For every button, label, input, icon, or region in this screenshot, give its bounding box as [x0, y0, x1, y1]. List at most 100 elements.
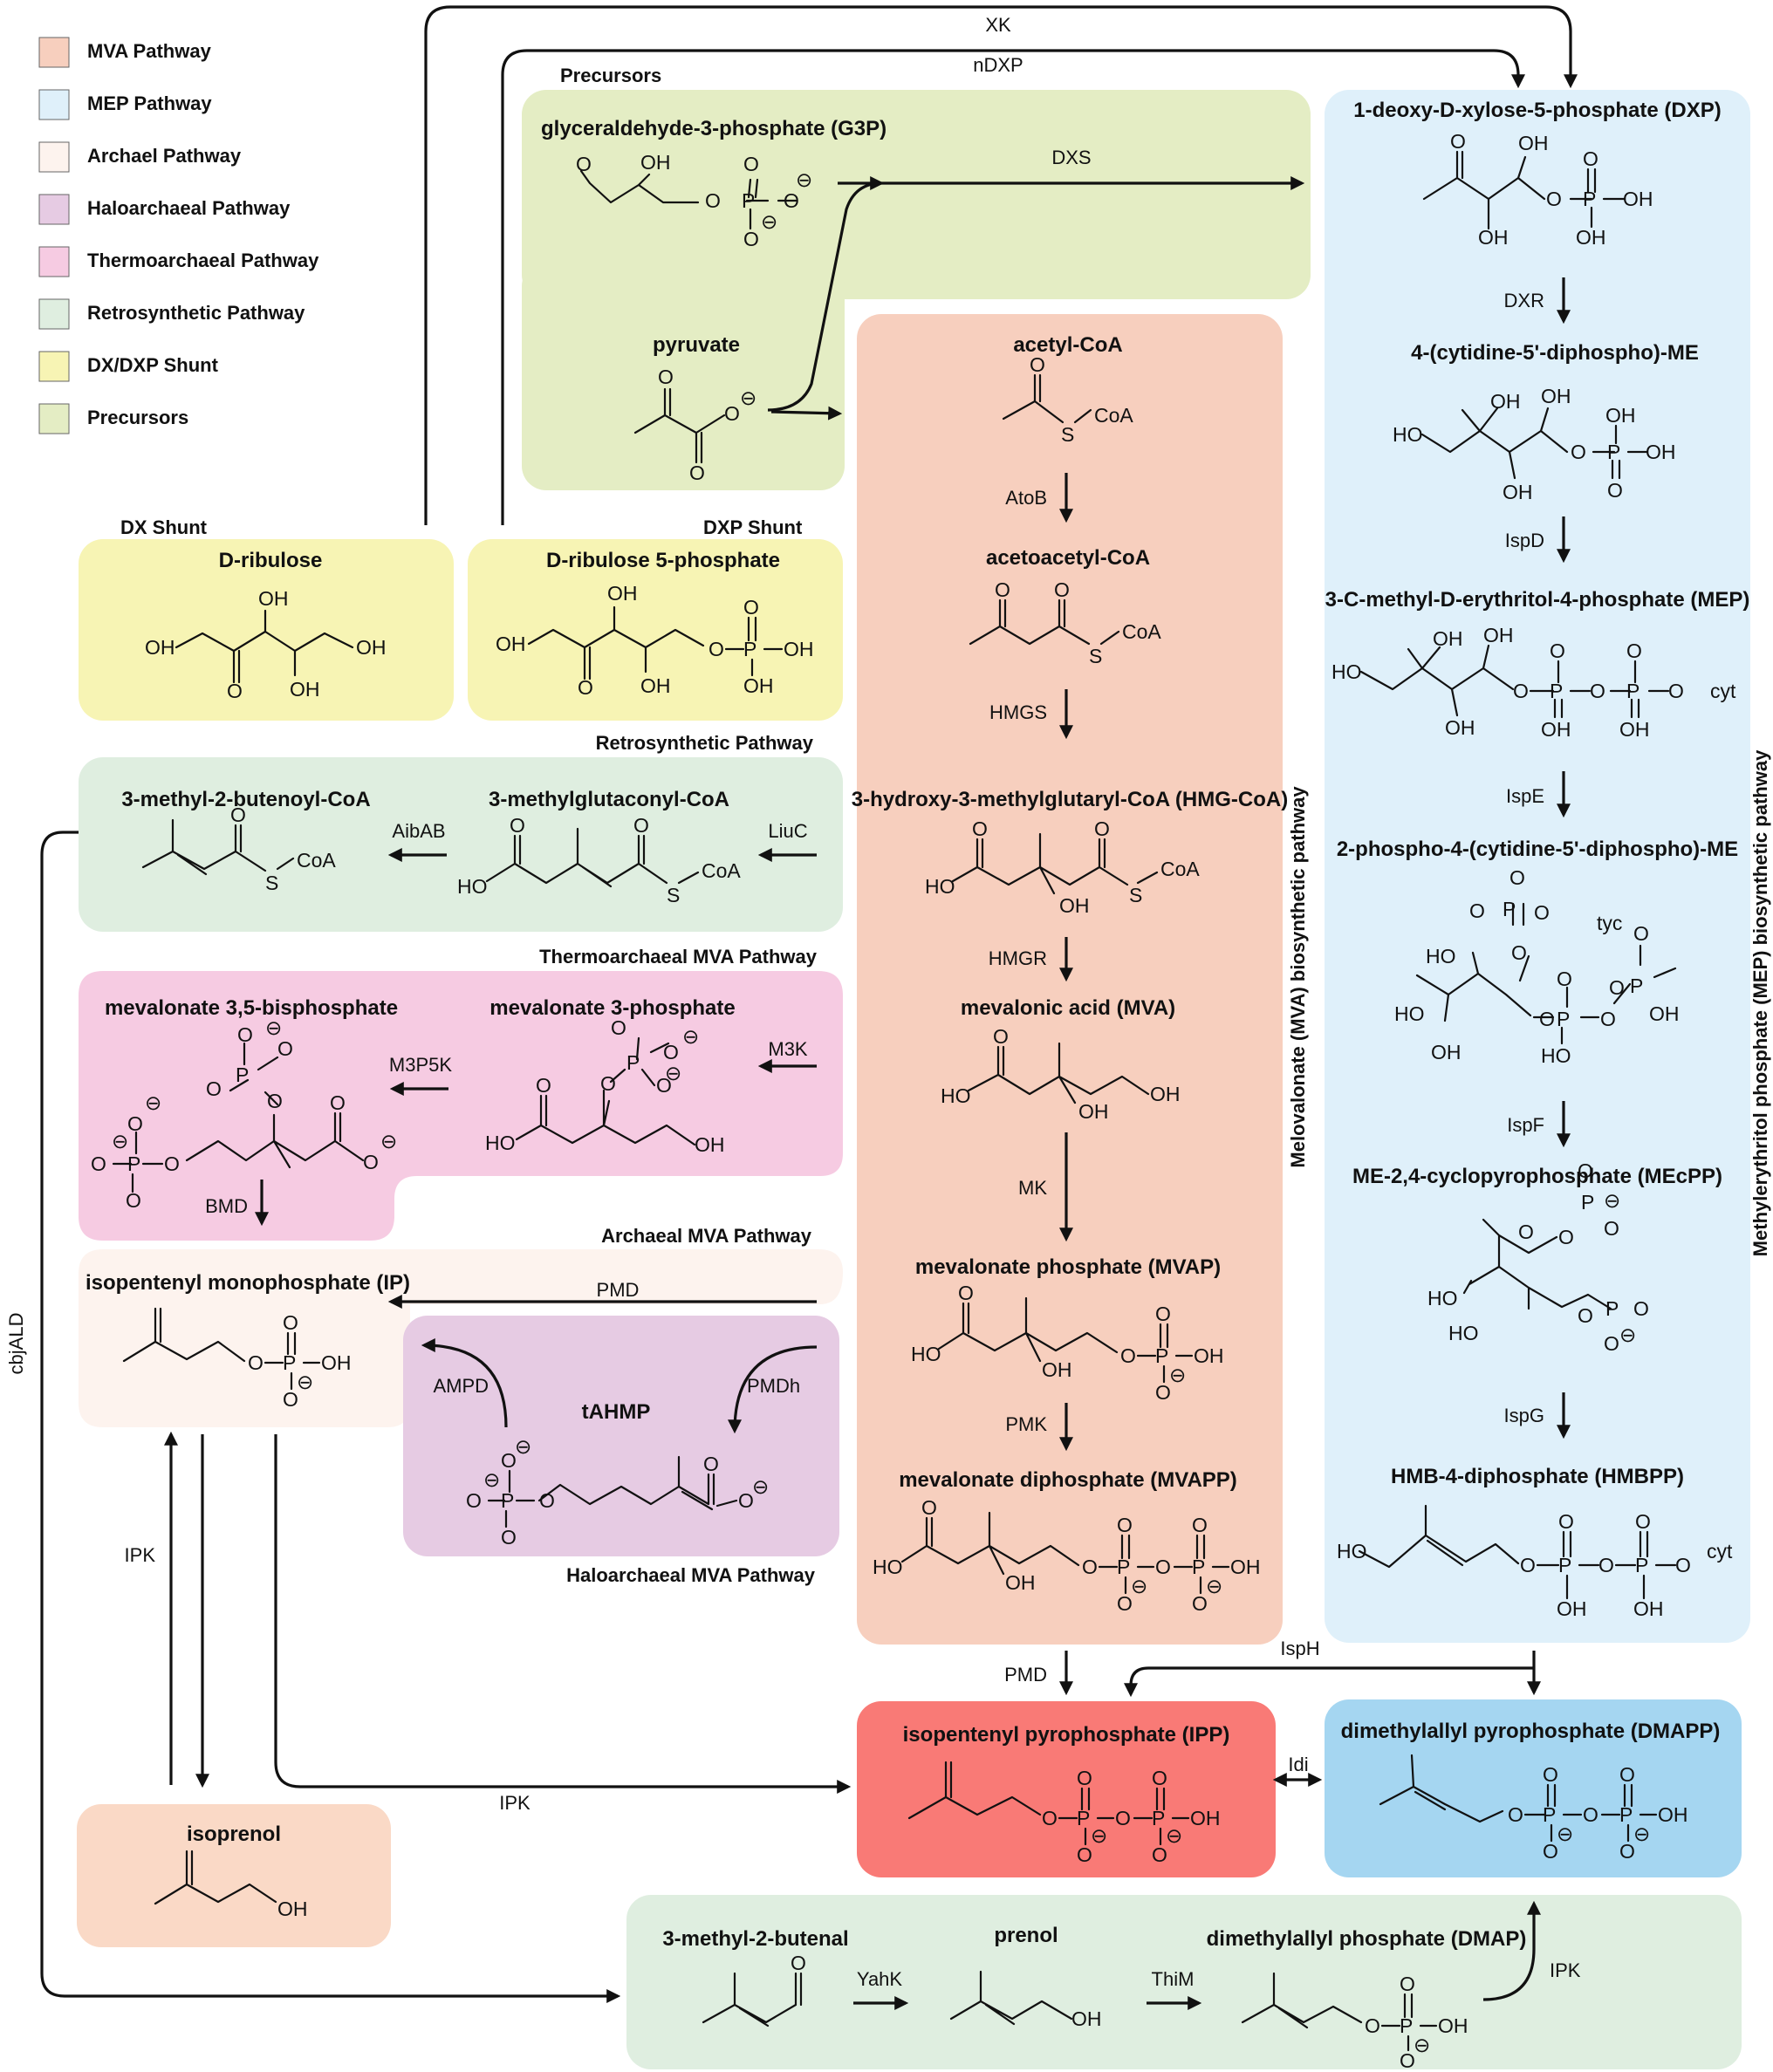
dmapp-region [1325, 1699, 1742, 1877]
isph-arrow-to-ipp [1124, 1666, 1534, 1698]
svg-text:OH: OH [1438, 2014, 1468, 2037]
svg-text:O: O [1450, 130, 1466, 153]
svg-text:OH: OH [1623, 188, 1653, 210]
svg-text:O: O [1571, 441, 1586, 463]
svg-text:O: O [1094, 817, 1110, 840]
svg-text:O: O [1030, 353, 1045, 376]
svg-text:O: O [283, 1311, 298, 1334]
enzyme-bmd: BMD [205, 1195, 248, 1217]
svg-text:O: O [1609, 976, 1625, 999]
compound-names: glyceraldehyde-3-phosphate (G3P) pyruvat… [86, 99, 1749, 1951]
svg-text:O: O [656, 1074, 672, 1097]
svg-text:O: O [1077, 1843, 1092, 1866]
structure-g3p: O OH O P O O O ⊖ ⊖ [576, 151, 812, 250]
svg-text:O: O [578, 676, 593, 699]
svg-text:O: O [600, 1072, 616, 1095]
structure-mep: HO OH OH OH O P O OH O P O OH O cyt [1331, 624, 1736, 741]
svg-text:S: S [1089, 645, 1102, 667]
svg-text:O: O [1152, 1767, 1167, 1789]
dxp-shunt-title: DXP Shunt [703, 516, 803, 538]
enzyme-idi: Idi [1288, 1754, 1308, 1775]
svg-text:OH: OH [321, 1351, 352, 1374]
dxp-shunt-region [468, 539, 843, 721]
svg-text:O: O [1042, 1807, 1058, 1829]
enzyme-ispg: IspG [1504, 1405, 1544, 1426]
svg-text:P: P [1626, 680, 1640, 702]
svg-text:O: O [1578, 1159, 1593, 1182]
region-titles: Precursors DX Shunt DXP Shunt Retrosynth… [120, 65, 1771, 1586]
svg-text:OH: OH [1633, 1597, 1664, 1620]
structure-acetyl-coa: O S CoA [1002, 353, 1133, 446]
svg-text:CoA: CoA [702, 859, 741, 882]
enzyme-m3k: M3K [768, 1038, 808, 1060]
svg-text:O: O [995, 578, 1010, 601]
legend-item: Precursors [38, 403, 188, 434]
svg-text:⊖: ⊖ [483, 1468, 500, 1491]
svg-text:O: O [283, 1388, 298, 1411]
svg-text:O: O [738, 1489, 754, 1512]
svg-text:OH: OH [496, 633, 526, 655]
compound-name-tahmp: tAHMP [582, 1400, 651, 1424]
svg-text:⊖: ⊖ [297, 1371, 313, 1393]
enzyme-ipk-dmap: IPK [1550, 1959, 1581, 1981]
svg-text:P: P [1607, 441, 1620, 463]
svg-text:O: O [1115, 1807, 1131, 1829]
svg-text:MEP Pathway: MEP Pathway [87, 92, 212, 114]
svg-text:O: O [1534, 901, 1550, 924]
svg-text:⊖: ⊖ [1169, 1364, 1186, 1386]
svg-text:O: O [1619, 1840, 1635, 1863]
svg-text:OH: OH [1150, 1083, 1181, 1105]
svg-text:O: O [1400, 2049, 1415, 2072]
structure-cdp-me: HO OH OH OH O P OH O OH [1393, 385, 1676, 503]
svg-text:P: P [1557, 1008, 1570, 1030]
enzyme-ipk-bottom: IPK [499, 1792, 531, 1814]
svg-text:O: O [921, 1496, 937, 1519]
compound-name-mecpp: ME-2,4-cyclopyrophosphate (MEcPP) [1352, 1165, 1722, 1188]
svg-text:OH: OH [640, 151, 671, 174]
structure-mvap: HO O OH O P O O ⊖ OH [911, 1282, 1224, 1404]
svg-text:HO: HO [1331, 660, 1362, 683]
compound-name-d-ribulose: D-ribulose [219, 549, 323, 572]
svg-text:O: O [1604, 1217, 1619, 1240]
enzyme-hmgs: HMGS [989, 701, 1047, 723]
ipk-to-ipp-arrow [274, 1434, 852, 1794]
compound-name-dmapp: dimethylallyl pyrophosphate (DMAPP) [1341, 1720, 1721, 1743]
svg-text:⊖: ⊖ [752, 1475, 769, 1498]
svg-text:O: O [1513, 680, 1529, 702]
svg-text:O: O [1557, 968, 1572, 990]
svg-text:P: P [1152, 1807, 1165, 1829]
svg-text:⊖: ⊖ [1206, 1575, 1222, 1597]
svg-text:OH: OH [258, 587, 289, 610]
svg-text:O: O [1155, 1381, 1171, 1404]
enzyme-pmdh: PMDh [747, 1375, 800, 1397]
compound-name-methylbutenal: 3-methyl-2-butenal [662, 1927, 848, 1951]
svg-text:Thermoarchaeal Pathway: Thermoarchaeal Pathway [87, 250, 319, 271]
structure-methylbutenal: O [702, 1952, 806, 2028]
svg-text:O: O [91, 1152, 106, 1175]
compound-name-dxp: 1-deoxy-D-xylose-5-phosphate (DXP) [1353, 99, 1721, 122]
svg-text:MVA Pathway: MVA Pathway [87, 40, 212, 62]
legend-item: Retrosynthetic Pathway [38, 298, 305, 330]
compound-name-isoprenol: isoprenol [187, 1822, 281, 1846]
svg-text:P: P [743, 638, 756, 660]
structure-mva-3p: HO O O P O O ⊖ O ⊖ OH [485, 1016, 725, 1156]
structure-mecpp: HO HO O O P O O ⊖ O P O ⊖ O [1427, 1159, 1649, 1355]
svg-text:O: O [743, 153, 759, 175]
svg-text:P: P [127, 1152, 140, 1175]
svg-text:O: O [536, 1074, 551, 1097]
enzyme-aibab: AibAB [392, 820, 445, 842]
precursors-title: Precursors [560, 65, 661, 86]
mep-vertical-title: Methylerythritol phosphate (MEP) biosynt… [1749, 749, 1771, 1256]
svg-text:O: O [1469, 899, 1485, 922]
enzyme-liuc: LiuC [768, 820, 807, 842]
svg-text:OH: OH [145, 636, 175, 659]
structure-cdp-mep: HO HO OH O P O O O O P O HO O P O OH O t… [1394, 866, 1680, 1067]
svg-text:O: O [1520, 1554, 1536, 1576]
compound-name-mva-3p: mevalonate 3-phosphate [489, 996, 735, 1020]
svg-text:⊖: ⊖ [1166, 1824, 1182, 1847]
svg-text:OH: OH [1071, 2007, 1102, 2030]
svg-text:OH: OH [1230, 1556, 1261, 1578]
svg-text:O: O [1619, 1763, 1635, 1786]
svg-text:CoA: CoA [1094, 404, 1133, 427]
compound-name-pyruvate: pyruvate [653, 333, 740, 357]
